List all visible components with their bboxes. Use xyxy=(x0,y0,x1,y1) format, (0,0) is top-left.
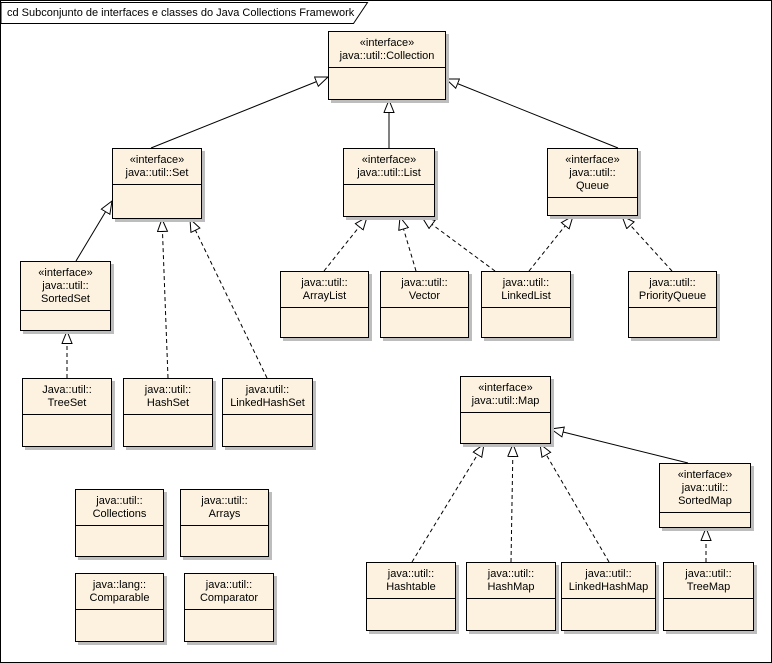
edge-hashset-set[interactable] xyxy=(162,219,169,379)
stereotype-label: «interface» xyxy=(361,154,417,166)
class-name: java::util:: SortedSet xyxy=(41,280,90,305)
class-name: java::util:: SortedMap xyxy=(678,482,732,507)
edge-arraylist-list[interactable] xyxy=(323,217,367,272)
attributes-compartment xyxy=(562,598,655,630)
class-name: java::util:: LinkedHashMap xyxy=(568,568,649,593)
edge-linkedhashset-set[interactable] xyxy=(190,219,268,379)
attributes-compartment xyxy=(76,609,163,641)
class-name: java:util:: LinkedHashSet xyxy=(230,384,305,409)
class-box-linkedlist[interactable]: java::util:: LinkedList xyxy=(481,271,571,338)
edge-hashmap-map[interactable] xyxy=(511,444,513,563)
attributes-compartment xyxy=(381,307,468,337)
stereotype-label: «interface» xyxy=(359,37,415,49)
attributes-compartment xyxy=(181,525,268,556)
class-box-comparable[interactable]: java::lang:: Comparable xyxy=(75,573,164,642)
class-box-sortedmap[interactable]: «interface» java::util:: SortedMap xyxy=(659,463,751,528)
attributes-compartment xyxy=(344,184,434,216)
attributes-compartment xyxy=(124,414,212,446)
diagram-title: cd Subconjunto de interfaces e classes d… xyxy=(7,7,355,19)
attributes-compartment xyxy=(223,414,312,446)
class-name: java::util:: Collections xyxy=(92,495,147,520)
class-box-arrays[interactable]: java::util:: Arrays xyxy=(180,489,269,557)
attributes-compartment xyxy=(185,609,273,641)
edge-linkedlist-list[interactable] xyxy=(422,217,496,272)
attributes-compartment xyxy=(23,414,111,446)
class-name: java::util:: HashSet xyxy=(144,384,192,409)
edge-sortedset-set[interactable] xyxy=(75,201,112,262)
attributes-compartment xyxy=(548,197,637,215)
class-name: java::util:: Vector xyxy=(401,277,448,302)
class-box-treeset[interactable]: Java::util:: TreeSet xyxy=(22,378,112,447)
class-box-collections[interactable]: java::util:: Collections xyxy=(75,489,164,557)
class-name: java::util::List xyxy=(357,167,421,179)
class-name: java::lang:: Comparable xyxy=(89,579,150,604)
class-name: java::util:: LinkedList xyxy=(501,277,551,302)
attributes-compartment xyxy=(21,310,110,330)
class-box-comparator[interactable]: java::util:: Comparator xyxy=(184,573,274,642)
edge-vector-list[interactable] xyxy=(400,217,417,272)
attributes-compartment xyxy=(367,598,455,630)
class-box-sortedset[interactable]: «interface» java::util:: SortedSet xyxy=(20,261,111,331)
class-name: java::util:: Queue xyxy=(569,167,616,192)
class-box-arraylist[interactable]: java::util:: ArrayList xyxy=(280,271,369,338)
class-box-hashset[interactable]: java::util:: HashSet xyxy=(123,378,213,447)
stereotype-label: «interface» xyxy=(677,469,733,481)
attributes-compartment xyxy=(461,412,550,443)
stereotype-label: «interface» xyxy=(478,382,533,394)
class-box-list[interactable]: «interface» java::util::List xyxy=(343,148,435,217)
edge-priorityqueue-queue[interactable] xyxy=(622,216,673,272)
stereotype-label: «interface» xyxy=(129,154,185,166)
class-name: java::util:: Hashtable xyxy=(386,568,436,593)
class-name: java::util:: TreeMap xyxy=(685,568,732,593)
attributes-compartment xyxy=(664,598,753,630)
class-name: java::util:: ArrayList xyxy=(301,277,348,302)
class-box-linkedhashmap[interactable]: java::util:: LinkedHashMap xyxy=(561,562,656,631)
attributes-compartment xyxy=(660,512,750,527)
attributes-compartment xyxy=(482,307,570,337)
class-name: java::util:: Arrays xyxy=(201,495,248,520)
class-name: java::util:: PriorityQueue xyxy=(638,277,707,302)
class-box-treemap[interactable]: java::util:: TreeMap xyxy=(663,562,754,631)
class-box-hashmap[interactable]: java::util:: HashMap xyxy=(466,562,556,631)
stereotype-label: «interface» xyxy=(38,267,93,279)
edge-linkedhashmap-map[interactable] xyxy=(540,444,610,563)
attributes-compartment xyxy=(281,307,368,337)
class-box-linkedhashset[interactable]: java:util:: LinkedHashSet xyxy=(222,378,313,447)
attributes-compartment xyxy=(467,598,555,630)
edge-set-collection[interactable] xyxy=(150,77,328,149)
stereotype-label: «interface» xyxy=(565,154,620,166)
attributes-compartment xyxy=(76,525,163,556)
edge-queue-collection[interactable] xyxy=(446,79,619,149)
class-box-hashtable[interactable]: java::util:: Hashtable xyxy=(366,562,456,631)
attributes-compartment xyxy=(113,184,201,218)
edge-sortedmap-map[interactable] xyxy=(551,429,689,464)
attributes-compartment xyxy=(629,307,716,337)
edge-linkedlist-queue[interactable] xyxy=(528,216,573,272)
class-name: java::util::Set xyxy=(125,167,189,179)
class-box-queue[interactable]: «interface» java::util:: Queue xyxy=(547,148,638,216)
class-name: java::util::Map xyxy=(471,395,540,407)
class-name: java::util:: HashMap xyxy=(487,568,535,593)
class-box-set[interactable]: «interface» java::util::Set xyxy=(112,148,202,219)
class-box-vector[interactable]: java::util:: Vector xyxy=(380,271,469,338)
class-name: java::util:: Comparator xyxy=(199,579,259,604)
attributes-compartment xyxy=(329,67,445,99)
class-box-collection[interactable]: «interface» java::util::Collection xyxy=(328,31,446,100)
class-box-map[interactable]: «interface» java::util::Map xyxy=(460,376,551,444)
edge-hashtable-map[interactable] xyxy=(411,444,484,563)
diagram-frame-tab xyxy=(1,2,369,24)
class-box-priorityqueue[interactable]: java::util:: PriorityQueue xyxy=(628,271,717,338)
class-name: java::util::Collection xyxy=(339,50,435,62)
class-name: Java::util:: TreeSet xyxy=(42,384,92,409)
